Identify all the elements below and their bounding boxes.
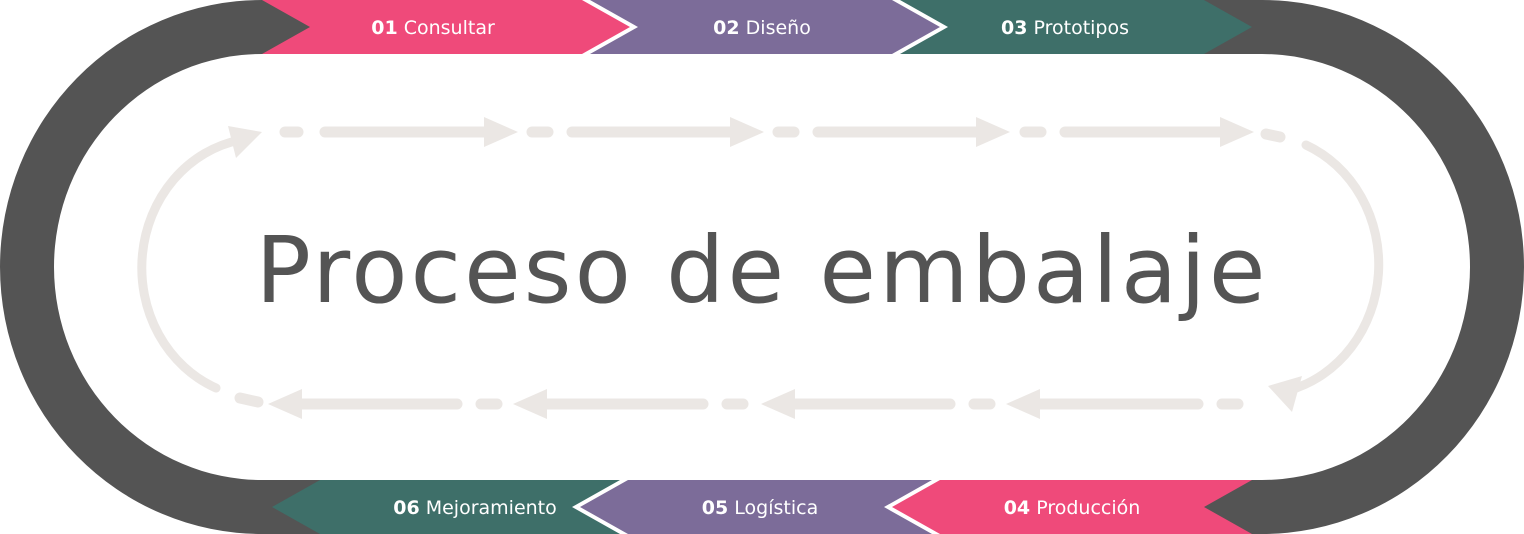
step-02-banner[interactable] — [590, 0, 940, 54]
step-06-text: Mejoramiento — [426, 497, 557, 519]
step-02-label: 02 Diseño — [713, 17, 811, 39]
arrowhead-left — [1006, 389, 1040, 419]
arrowhead-left — [513, 389, 547, 419]
step-01-number: 01 — [371, 17, 397, 39]
flow-dash — [234, 392, 264, 408]
flow-right-arc — [1285, 140, 1384, 395]
flow-arrowheads — [228, 117, 1302, 419]
arrowhead-right — [1220, 117, 1254, 147]
bottom-steps — [272, 480, 1252, 534]
step-05-label: 05 Logística — [702, 497, 818, 519]
step-06-banner[interactable] — [272, 480, 620, 534]
diagram-title: Proceso de embalaje — [256, 217, 1269, 324]
arrowhead-right — [976, 117, 1010, 147]
step-05-banner[interactable] — [580, 480, 932, 534]
step-01-banner[interactable] — [262, 0, 630, 54]
step-04-label: 04 Producción — [1004, 497, 1141, 519]
step-06-number: 06 — [393, 497, 419, 519]
flow-left-arc — [137, 135, 245, 393]
step-02-text: Diseño — [746, 17, 811, 39]
step-04-text: Producción — [1036, 497, 1140, 519]
step-04-number: 04 — [1004, 497, 1030, 519]
step-01-label: 01 Consultar — [371, 17, 495, 39]
arrowhead-right — [484, 117, 518, 147]
inner-flow-arrows — [137, 126, 1384, 410]
step-04-banner[interactable] — [892, 480, 1252, 534]
arrowhead-left — [268, 389, 302, 419]
step-03-number: 03 — [1001, 17, 1027, 39]
step-03-label: 03 Prototipos — [1001, 17, 1129, 39]
step-01-text: Consultar — [404, 17, 495, 39]
arrowhead-right — [730, 117, 764, 147]
step-03-text: Prototipos — [1033, 17, 1129, 39]
step-05-number: 05 — [702, 497, 728, 519]
loop-right-arc — [1204, 0, 1524, 534]
top-steps — [262, 0, 1252, 54]
step-05-text: Logística — [734, 497, 818, 519]
step-03-banner[interactable] — [900, 0, 1252, 54]
loop-left-arc — [0, 0, 320, 534]
flow-dash — [1260, 128, 1286, 143]
step-02-number: 02 — [713, 17, 739, 39]
arrowhead-left — [761, 389, 795, 419]
arrowhead-up-right — [228, 126, 262, 158]
step-06-label: 06 Mejoramiento — [393, 497, 557, 519]
arrowhead-down-left — [1268, 376, 1302, 412]
